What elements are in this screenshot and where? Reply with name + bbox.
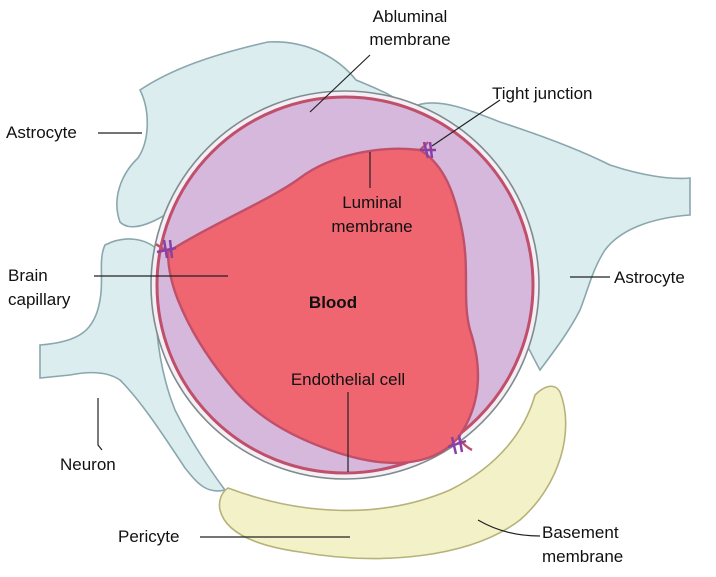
label-tight-junction: Tight junction — [492, 84, 592, 103]
label-neuron: Neuron — [60, 455, 116, 474]
label-basement-line2: membrane — [542, 547, 623, 566]
pericyte — [218, 385, 567, 560]
tight-junction-bottom — [447, 434, 467, 455]
tight-junction-top — [420, 141, 436, 159]
label-basement-line1: Basement — [542, 523, 619, 542]
label-brain-line2: capillary — [8, 290, 71, 309]
label-luminal-line1: Luminal — [342, 193, 402, 212]
label-luminal-line2: membrane — [331, 217, 412, 236]
label-abluminal-line1: Abluminal — [373, 7, 448, 26]
label-astrocyte-left: Astrocyte — [6, 123, 77, 142]
tight-junction-left — [156, 239, 177, 259]
leader-abluminal — [309, 54, 371, 113]
label-blood: Blood — [309, 293, 357, 312]
blood-lumen — [166, 147, 480, 465]
label-abluminal-line2: membrane — [369, 30, 450, 49]
label-pericyte: Pericyte — [118, 527, 179, 546]
leader-basement-membrane — [477, 519, 541, 537]
label-brain-line1: Brain — [8, 266, 48, 285]
label-astrocyte-right: Astrocyte — [614, 268, 685, 287]
leader-tight-junction — [431, 99, 501, 147]
label-endothelial: Endothelial cell — [291, 370, 405, 389]
leader-neuron — [97, 398, 103, 451]
